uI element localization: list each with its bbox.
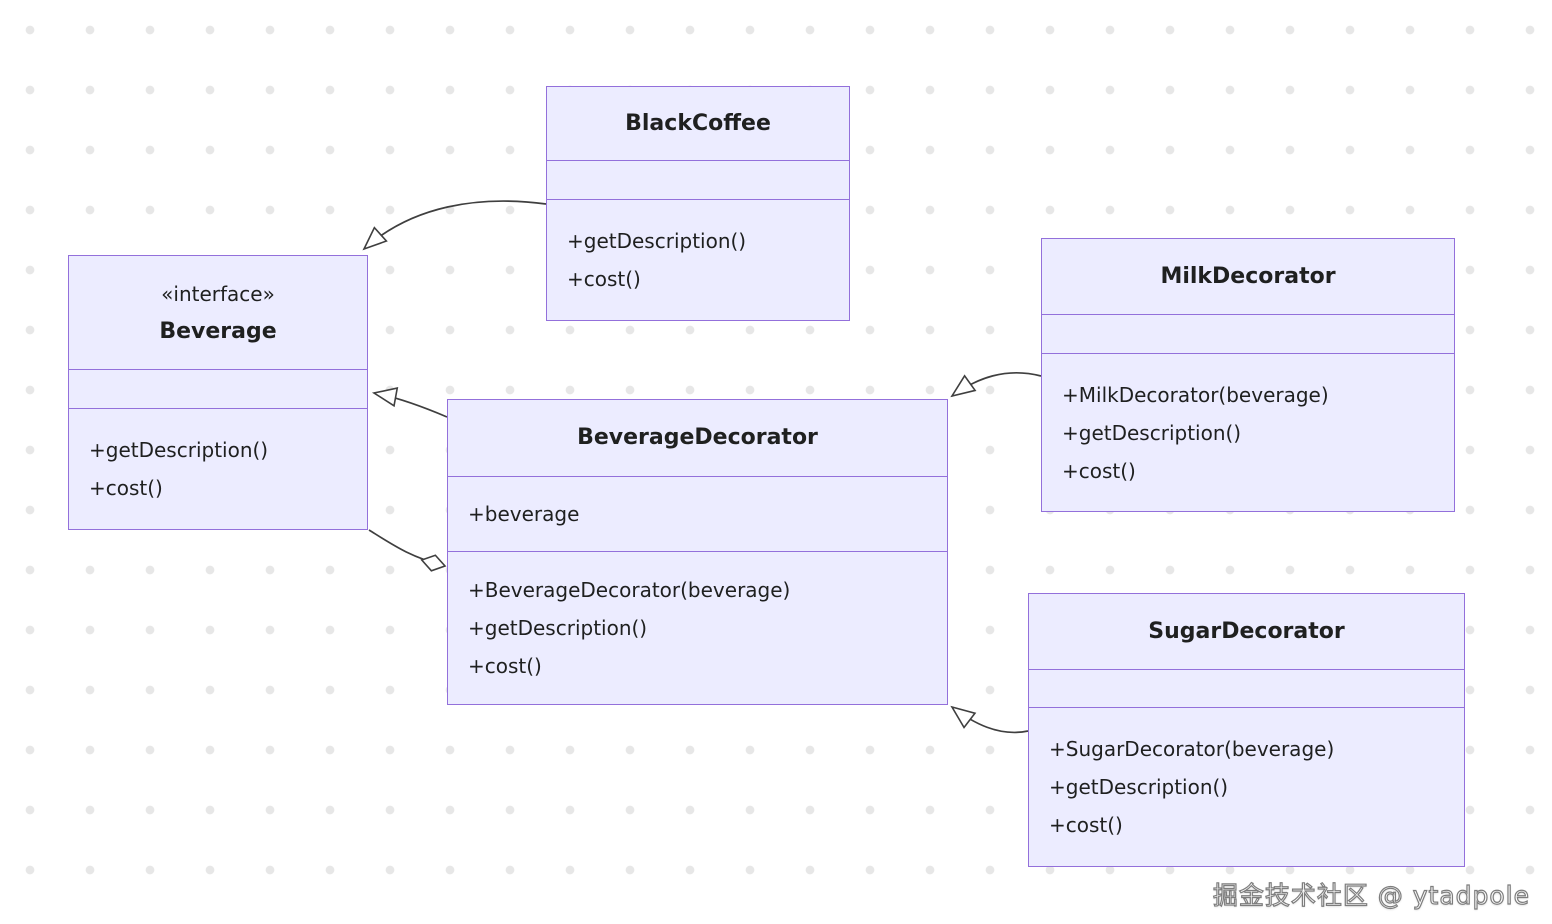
methods-section: +getDescription() +cost() xyxy=(69,408,367,529)
class-name: MilkDecorator xyxy=(1042,239,1454,314)
class-name: «interface» Beverage xyxy=(69,256,367,369)
edge-milkdecorator-extends-beveragedecorator xyxy=(952,372,1042,396)
method-item: +getDescription() xyxy=(468,616,648,640)
class-name: SugarDecorator xyxy=(1029,594,1464,669)
method-item: +getDescription() xyxy=(567,229,747,253)
attribute-item: +beverage xyxy=(468,502,580,526)
methods-section: +MilkDecorator(beverage) +getDescription… xyxy=(1042,353,1454,511)
method-item: +cost() xyxy=(1062,458,1136,483)
class-box-milkdecorator: MilkDecorator +MilkDecorator(beverage) +… xyxy=(1041,238,1455,512)
attributes-section xyxy=(547,160,849,199)
edge-beveragedecorator-aggregates-beverage xyxy=(368,529,447,572)
class-name-label: Beverage xyxy=(159,318,277,344)
class-box-beverage: «interface» Beverage +getDescription() +… xyxy=(68,255,368,530)
method-item: +getDescription() xyxy=(1062,420,1242,445)
class-name-label: BeverageDecorator xyxy=(577,425,818,450)
class-name-label: MilkDecorator xyxy=(1160,263,1336,289)
method-item: +MilkDecorator(beverage) xyxy=(1062,382,1329,407)
methods-section: +SugarDecorator(beverage) +getDescriptio… xyxy=(1029,707,1464,866)
class-name-label: SugarDecorator xyxy=(1148,618,1345,644)
edge-beveragedecorator-realizes-beverage xyxy=(374,393,448,418)
edge-blackcoffee-realizes-beverage xyxy=(364,200,547,249)
methods-section: +BeverageDecorator(beverage) +getDescrip… xyxy=(448,551,947,704)
methods-section: +getDescription() +cost() xyxy=(547,199,849,320)
class-name-label: BlackCoffee xyxy=(625,110,771,136)
class-box-beveragedecorator: BeverageDecorator +beverage +BeverageDec… xyxy=(447,399,948,705)
watermark: 掘金技术社区 @ ytadpole xyxy=(1212,880,1530,910)
method-item: +cost() xyxy=(89,476,163,500)
edge-sugardecorator-extends-beveragedecorator xyxy=(952,707,1029,734)
method-item: +cost() xyxy=(1049,813,1123,837)
class-box-blackcoffee: BlackCoffee +getDescription() +cost() xyxy=(546,86,850,321)
class-name: BlackCoffee xyxy=(547,87,849,160)
method-item: +SugarDecorator(beverage) xyxy=(1049,737,1335,761)
attributes-section xyxy=(69,369,367,408)
attributes-section xyxy=(1042,314,1454,353)
attributes-section xyxy=(1029,669,1464,707)
method-item: +getDescription() xyxy=(89,438,269,462)
method-item: +BeverageDecorator(beverage) xyxy=(468,578,791,602)
stereotype-label: «interface» xyxy=(161,281,275,306)
method-item: +cost() xyxy=(468,654,542,678)
attributes-section: +beverage xyxy=(448,476,947,551)
method-item: +getDescription() xyxy=(1049,775,1229,799)
class-name: BeverageDecorator xyxy=(448,400,947,476)
method-item: +cost() xyxy=(567,267,641,291)
class-box-sugardecorator: SugarDecorator +SugarDecorator(beverage)… xyxy=(1028,593,1465,867)
